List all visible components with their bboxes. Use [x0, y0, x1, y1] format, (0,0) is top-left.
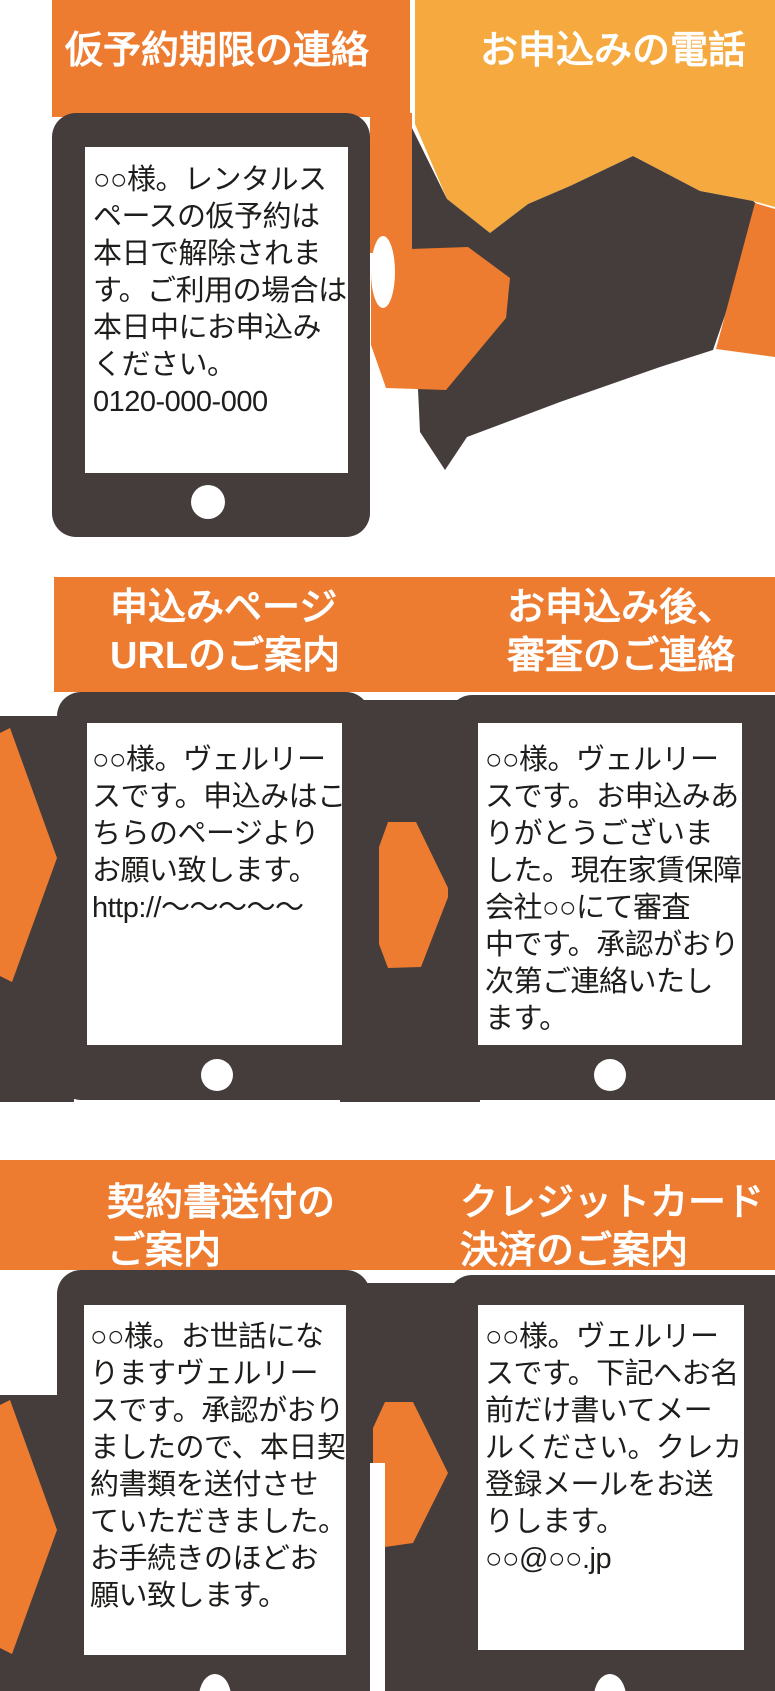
home-button-icon [201, 1059, 233, 1091]
step-title-5: 契約書送付の ご案内 [107, 1182, 336, 1272]
step-title-4: お申込み後、 審査のご連絡 [507, 587, 736, 677]
step-title-1: 仮予約期限の連絡 [65, 30, 370, 72]
left-arrow-icon-section3 [0, 1400, 57, 1654]
yellow-blob [415, 0, 775, 233]
step-title-3: 申込みページ URLのご案内 [110, 587, 341, 677]
home-button-icon [191, 485, 225, 519]
home-button-icon [594, 1059, 626, 1091]
step-title-6: クレジットカード 決済のご案内 [460, 1182, 765, 1272]
phone-screen-step-5 [84, 1305, 346, 1655]
phone-screen-step-1 [85, 147, 348, 473]
sms-message-step-1: ○○様。レンタルス ペースの仮予約は 本日で解除されま す。ご利用の場合は 本日… [93, 164, 347, 418]
phone-screen-step-3 [87, 723, 342, 1045]
orange-hexagon-blob [371, 247, 510, 390]
white-bar-overlay [365, 1463, 385, 1691]
banner-steps-3-4 [54, 577, 775, 692]
banner-steps-5-6 [0, 1160, 775, 1270]
between-arrow-icon-section3 [373, 1402, 448, 1547]
between-arrow-icon-section2 [379, 822, 450, 968]
home-button-icon [199, 1674, 231, 1691]
step-title-2: お申込みの電話 [480, 30, 747, 72]
sms-message-step-6: ○○様。ヴェルリー スです。下記へお名 前だけ書いてメー ルください。クレカ 登… [485, 1321, 742, 1575]
sms-message-step-3: ○○様。ヴェルリー スです。申込みはこ ちらのページより お願い致します。 ht… [92, 744, 346, 924]
hand-holding-phone-illustration [412, 128, 762, 470]
orange-phone-strip [370, 113, 412, 253]
phone-screen-step-4 [478, 723, 742, 1045]
orange-edge-strip [716, 203, 775, 357]
sms-message-step-5: ○○様。お世話にな りますヴェルリー スです。承認がおり ましたので、本日契 約… [90, 1321, 347, 1612]
phone-screen-step-6 [478, 1305, 744, 1650]
home-button-icon [594, 1674, 626, 1691]
white-cutout [371, 236, 395, 308]
sms-message-step-4: ○○様。ヴェルリー スです。お申込みあ りがとうございま した。現在家賃保障 会… [485, 744, 742, 1035]
left-arrow-icon-section2 [0, 728, 57, 982]
banner-step-1 [52, 0, 410, 117]
